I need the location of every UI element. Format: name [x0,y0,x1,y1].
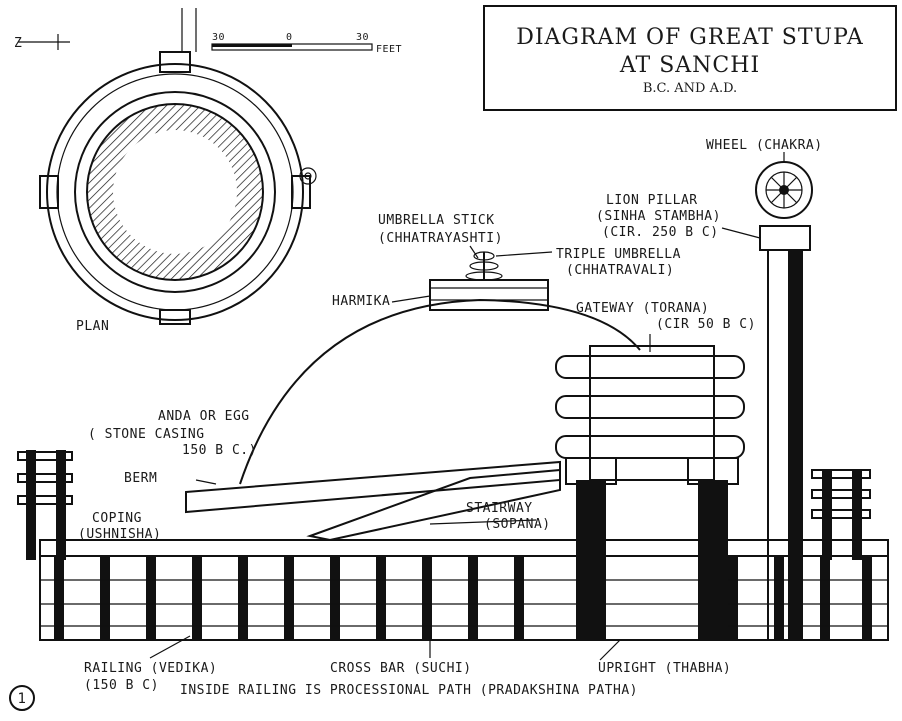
label-anda-2: ( STONE CASING [88,427,205,442]
label-lion-pillar-3: (CIR. 250 B C) [602,225,719,240]
torana-architrave-top [555,355,745,379]
figure-number-text: 1 [18,691,27,707]
label-stairway-2: (SOPANA) [484,517,551,532]
torana-gateway [555,345,745,640]
label-inside-railing: INSIDE RAILING IS PROCESSIONAL PATH (PRA… [180,683,638,698]
label-umbrella-stick-1: UMBRELLA STICK [378,213,495,228]
scale-left: 30 [212,32,225,43]
label-cross-bar: CROSS BAR (SUCHI) [330,661,472,676]
torana-pillar-right [698,480,728,640]
plan-path-ring [74,91,276,293]
torana-capital-left [565,457,617,485]
label-lion-pillar-2: (SINHA STAMBHA) [596,209,721,224]
leader-lines [149,152,785,661]
label-berm: BERM [124,471,157,486]
label-umbrella-stick-2: (CHHATRAYASHTI) [378,231,503,246]
scale-bar-fill [212,44,292,47]
harmika [429,279,549,311]
stupa-elevation [17,152,889,661]
left-gateway [17,450,73,560]
lion-capital [759,225,811,251]
plan-outer-railing [46,63,304,321]
plan-dome-core [113,130,237,254]
figure-number: 1 [9,685,35,711]
label-gateway-2: (CIR 50 B C) [656,317,756,332]
railing-vedika [39,555,889,641]
title-line-3: B.C. AND A.D. [643,81,737,96]
scale-unit: FEET [376,44,402,55]
plan-pillar-mark [299,167,317,185]
label-harmika: HARMIKA [332,294,390,309]
title-line-2: AT SANCHI [619,53,760,78]
plan-label: PLAN [76,319,109,334]
label-railing-2: (150 B C) [84,678,159,693]
label-upright: UPRIGHT (THABHA) [598,661,731,676]
title-line-1: DIAGRAM OF GREAT STUPA [516,25,864,50]
plan-gate-west [39,175,59,209]
right-gateway [811,469,871,560]
label-lion-pillar-1: LION PILLAR [606,193,698,208]
label-stairway-1: STAIRWAY [466,501,533,516]
title-frame [483,5,897,111]
plan-gate-north [159,51,191,73]
umbrella-tier-2 [469,261,499,271]
label-anda-1: ANDA OR EGG [158,409,250,424]
north-marker: Z [14,36,22,51]
label-coping-2: (USHNISHA) [78,527,161,542]
label-coping-1: COPING [92,511,142,526]
railing-uprights [54,556,872,640]
figure-number-circle [9,685,35,711]
label-triple-umbrella-2: (CHHATRAVALI) [566,263,674,278]
umbrella-tier-1 [473,251,495,261]
torana-architrave-middle [555,395,745,419]
label-anda-3: 150 B C.) [182,443,257,458]
label-triple-umbrella-1: TRIPLE UMBRELLA [556,247,681,262]
torana-capital-right [687,457,739,485]
railing-coping [39,539,889,557]
label-railing-1: RAILING (VEDIKA) [84,661,217,676]
torana-architrave-bottom [555,435,745,459]
plan-pillar-dot [304,172,312,180]
dome-anda [239,298,641,485]
plan-view: Z 30 0 30 FEET PLAN [14,8,402,334]
plan-gate-east [291,175,311,209]
scale-mid: 0 [286,32,293,43]
umbrella-tier-3 [465,271,503,281]
scale-right: 30 [356,32,369,43]
label-gateway-1: GATEWAY (TORANA) [576,301,709,316]
label-wheel: WHEEL (CHAKRA) [706,138,823,153]
torana-frame [589,345,715,481]
labels: WHEEL (CHAKRA) LION PILLAR (SINHA STAMBH… [78,138,823,698]
plan-gate-south [159,309,191,325]
torana-pillar-left [576,480,606,640]
title-box: DIAGRAM OF GREAT STUPA AT SANCHI B.C. AN… [483,5,897,111]
